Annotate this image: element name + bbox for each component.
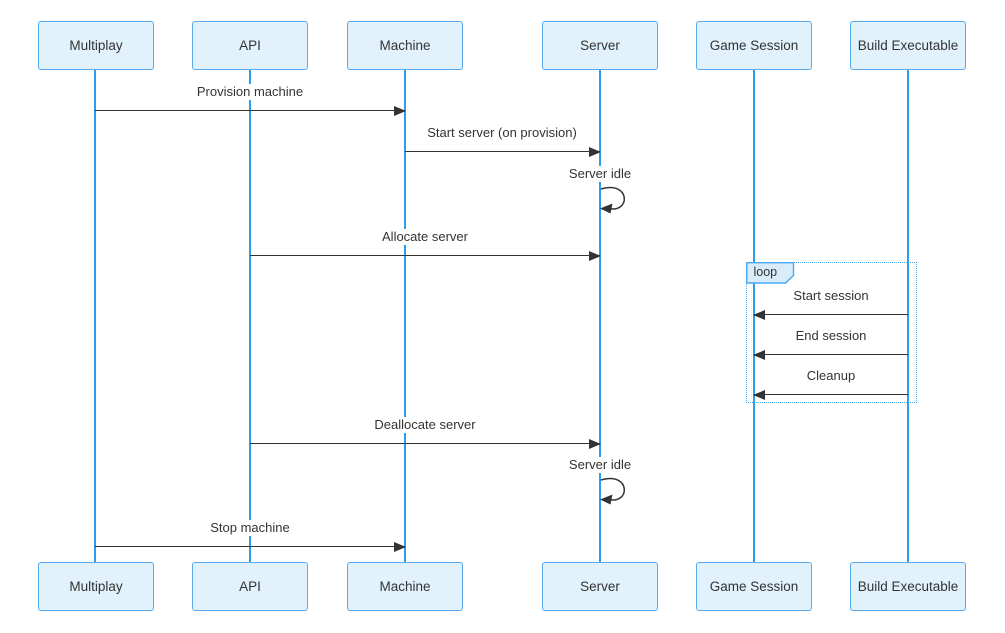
actor-top-game-session: Game Session xyxy=(696,21,812,70)
actor-bottom-build-executable: Build Executable xyxy=(850,562,966,611)
message-arrow-start-server xyxy=(405,147,601,157)
actor-label: API xyxy=(239,38,261,53)
message-label-start-server: Start server (on provision) xyxy=(425,125,579,141)
message-label-deallocate-server: Deallocate server xyxy=(372,417,478,433)
actor-bottom-game-session: Game Session xyxy=(696,562,812,611)
message-label-stop-machine: Stop machine xyxy=(208,520,292,536)
arrowhead-left-icon xyxy=(753,350,765,360)
arrowhead-left-icon xyxy=(753,310,765,320)
loop-tab-shape-icon xyxy=(745,261,794,284)
actor-top-machine: Machine xyxy=(347,21,463,70)
message-arrow-start-session xyxy=(753,310,908,320)
actor-label: Machine xyxy=(379,579,431,594)
actor-label: Multiplay xyxy=(69,579,123,594)
actor-label: Game Session xyxy=(709,579,799,594)
self-loop-arrow-icon-2 xyxy=(600,477,625,505)
lifeline-build-executable xyxy=(907,69,909,563)
message-arrow-deallocate-server xyxy=(250,439,601,449)
self-message-label-server-idle-1: Server idle xyxy=(566,166,634,182)
message-label-start-session: Start session xyxy=(791,288,871,304)
actor-top-multiplay: Multiplay xyxy=(38,21,154,70)
message-arrow-stop-machine xyxy=(95,542,406,552)
actor-label: Server xyxy=(580,579,620,594)
self-loop-arrow-icon-1 xyxy=(600,186,625,214)
lifeline-multiplay xyxy=(94,69,96,563)
message-arrow-end-session xyxy=(753,350,908,360)
message-arrow-allocate-server xyxy=(250,251,601,261)
message-label-cleanup: Cleanup xyxy=(804,368,858,384)
actor-label: Game Session xyxy=(709,38,799,53)
lifeline-api xyxy=(249,69,251,563)
self-message-label-server-idle-2: Server idle xyxy=(566,457,634,473)
lifeline-machine xyxy=(404,69,406,563)
actor-label: Build Executable xyxy=(857,579,959,594)
actor-bottom-machine: Machine xyxy=(347,562,463,611)
arrowhead-right-icon xyxy=(589,147,601,157)
message-arrow-cleanup xyxy=(753,390,908,400)
arrowhead-left-icon xyxy=(753,390,765,400)
actor-label: Multiplay xyxy=(69,38,123,53)
actor-label: Server xyxy=(580,38,620,53)
message-label-allocate-server: Allocate server xyxy=(380,229,470,245)
actor-label: API xyxy=(239,579,261,594)
actor-label: Machine xyxy=(379,38,431,53)
arrowhead-right-icon xyxy=(394,542,406,552)
actor-top-server: Server xyxy=(542,21,658,70)
actor-label: Build Executable xyxy=(857,38,959,53)
loop-label: loop xyxy=(753,264,778,279)
actor-top-api: API xyxy=(192,21,308,70)
loop-label-tab: loop xyxy=(745,261,795,284)
message-label-provision-machine: Provision machine xyxy=(194,84,306,100)
lifeline-server xyxy=(599,69,601,563)
arrowhead-right-icon xyxy=(589,251,601,261)
loop-frame: loop xyxy=(745,261,917,403)
arrowhead-right-icon xyxy=(394,106,406,116)
actor-bottom-multiplay: Multiplay xyxy=(38,562,154,611)
message-arrow-provision-machine xyxy=(95,106,406,116)
actor-top-build-executable: Build Executable xyxy=(850,21,966,70)
actor-bottom-server: Server xyxy=(542,562,658,611)
message-label-end-session: End session xyxy=(793,328,869,344)
actor-bottom-api: API xyxy=(192,562,308,611)
arrowhead-right-icon xyxy=(589,439,601,449)
